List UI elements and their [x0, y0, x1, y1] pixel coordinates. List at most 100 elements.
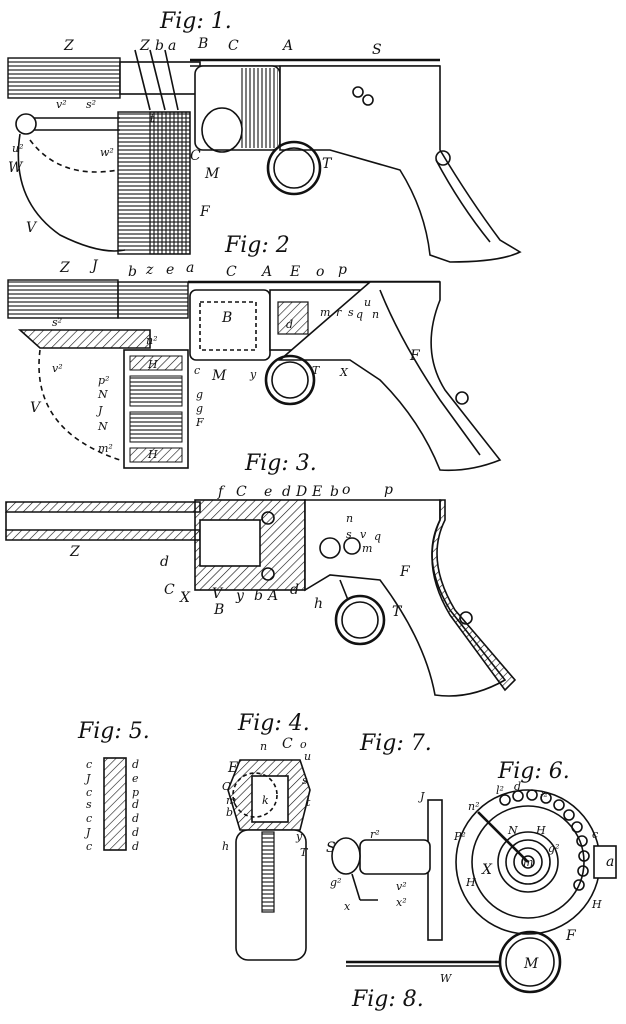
fig5-section — [103, 757, 127, 851]
figure-4: Fig: 4. n C o u E C s m b t k h y T — [222, 711, 311, 961]
fig2-label: C — [226, 264, 237, 280]
fig2-label: s — [348, 306, 354, 319]
fig1-label: Z — [139, 38, 150, 54]
fig2-label: n² — [146, 334, 158, 347]
fig5-label: d — [132, 758, 139, 771]
fig7-label: x — [344, 900, 351, 913]
fig5-label: c — [86, 758, 92, 771]
fig5-label: p — [132, 786, 139, 799]
fig1-label: Z — [63, 38, 74, 54]
fig2-grip — [277, 281, 502, 472]
fig4-label: k — [262, 794, 269, 807]
fig5-label: c — [86, 786, 92, 799]
fig3-label: v — [360, 528, 367, 541]
fig1-label: u² — [12, 142, 24, 155]
fig3-label: D — [295, 484, 307, 500]
fig2-label: E — [289, 264, 300, 280]
figure-5: Fig: 5. c J c s c J c d e p d d d d — [77, 719, 150, 853]
fig5-label: J — [84, 826, 91, 839]
figure-1: Fig: 1. Z Z b a B — [7, 9, 522, 263]
fig6-label: H — [465, 876, 476, 889]
fig5-label: c — [86, 812, 92, 825]
fig2-label: M — [211, 368, 227, 384]
fig6-label: P² — [453, 830, 466, 843]
fig3-label: o — [342, 482, 350, 498]
fig2-label: H — [147, 358, 158, 371]
fig1-label: t — [150, 112, 155, 125]
fig8-ring — [498, 930, 562, 994]
fig6-label: c — [592, 828, 598, 841]
fig2-label: u — [364, 296, 371, 309]
fig4-label: o — [300, 738, 307, 751]
fig5-label: e — [132, 772, 139, 785]
fig2-label: b — [128, 264, 137, 280]
fig5-label: s — [86, 798, 92, 811]
fig4-title: Fig: 4. — [237, 711, 310, 736]
fig1-knob — [15, 113, 37, 135]
fig5-title: Fig: 5. — [77, 719, 150, 744]
fig8-label: W — [440, 972, 453, 985]
fig2-label: a — [186, 260, 194, 276]
fig8-title: Fig: 8. — [351, 987, 424, 1012]
figure-3: Fig: 3. f C e d D E b o p Z d C X V y — [5, 451, 517, 697]
fig4-label: t — [306, 796, 311, 809]
fig2-label: m — [320, 306, 330, 319]
fig1-label: F — [199, 204, 211, 220]
fig2-label: e — [166, 262, 174, 278]
fig1-label: v² — [56, 98, 67, 111]
fig2-label: J — [96, 404, 103, 417]
fig3-barrel-top — [5, 501, 201, 513]
fig6-label: i² — [540, 790, 548, 803]
fig6-chambers — [499, 789, 590, 891]
fig7-knob — [331, 837, 361, 875]
fig3-label: n — [346, 512, 353, 525]
fig1-label: S — [372, 42, 382, 58]
fig1-label: W — [8, 160, 24, 176]
fig5-label: c — [86, 840, 92, 853]
fig1-cylinder-ring — [201, 107, 243, 153]
fig2-label: g — [196, 402, 203, 415]
fig2-label: A — [260, 264, 272, 280]
fig2-label: p² — [98, 374, 109, 387]
fig2-barrel — [7, 279, 119, 319]
fig6-lug — [593, 845, 617, 879]
fig4-label: h — [222, 840, 229, 853]
fig4-label: u — [304, 750, 311, 763]
fig2-title: Fig: 2 — [224, 233, 290, 258]
fig2-label: m² — [98, 442, 113, 455]
fig1-label: s² — [86, 98, 96, 111]
fig2-label: o — [316, 264, 324, 280]
fig3-label: e — [264, 484, 272, 500]
fig2-label: B — [221, 310, 232, 326]
fig3-label: p — [384, 482, 393, 498]
fig5-label: J — [84, 772, 91, 785]
fig3-label: C — [164, 582, 175, 598]
fig3-label: d — [290, 582, 299, 598]
fig3-label: T — [392, 604, 403, 620]
fig3-label: B — [213, 602, 224, 618]
fig4-label: m — [226, 794, 236, 807]
fig3-label: Z — [69, 544, 80, 560]
fig1-label: T — [322, 156, 333, 172]
fig2-frame-section — [17, 329, 151, 349]
fig5-label: d — [132, 798, 139, 811]
fig3-label: d — [160, 554, 169, 570]
fig7-title: Fig: 7. — [359, 731, 432, 756]
fig3-label: E — [311, 484, 322, 500]
fig1-label: a — [168, 38, 176, 54]
fig5-label: d — [132, 812, 139, 825]
fig1-label: M — [204, 166, 220, 182]
fig4-label: C — [282, 736, 293, 752]
fig3-barrel-bottom — [5, 529, 201, 541]
fig2-label: H — [147, 448, 158, 461]
fig7-label: g² — [330, 876, 341, 889]
fig6-title: Fig: 6. — [497, 759, 570, 784]
fig5-label: d — [132, 826, 139, 839]
fig6-label: n² — [468, 800, 480, 813]
fig3-label: f — [217, 484, 226, 500]
fig1-label: C — [228, 38, 239, 54]
fig4-label: E — [227, 760, 238, 776]
fig4-label: C — [222, 780, 231, 793]
fig3-label: y — [235, 588, 245, 604]
